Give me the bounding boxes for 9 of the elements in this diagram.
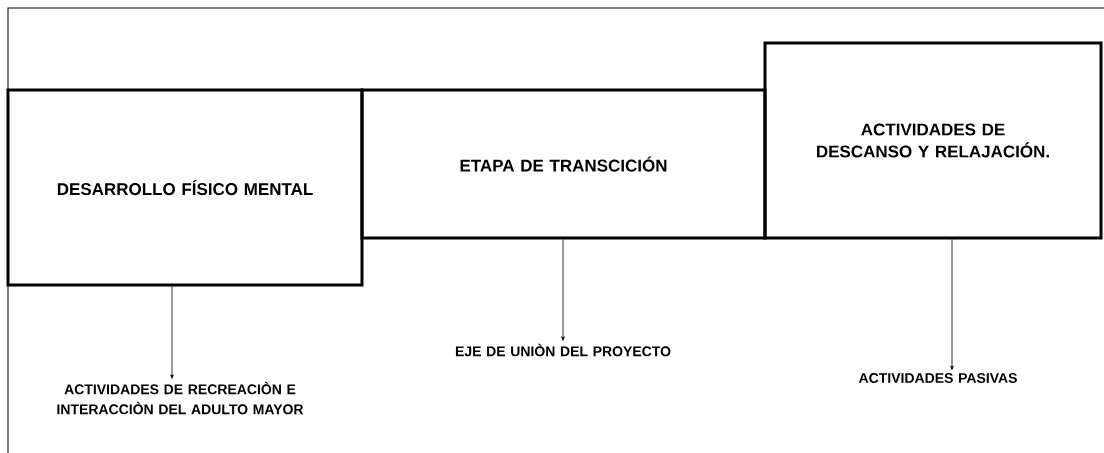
process-box: ETAPA DE TRANSCICIÓN: [360, 88, 767, 240]
process-box: ACTIVIDADES DE DESCANSO Y RELAJACIÓN.: [763, 41, 1103, 240]
process-box: DESARROLLO FÍSICO MENTAL: [6, 88, 364, 287]
result-text: ACTIVIDADES PASIVAS: [858, 373, 1017, 383]
result-text: ACTIVIDADES DE RECREACIÒN E INTERACCIÒN DEL ADULTO MAYOR: [57, 381, 304, 415]
arrow: [950, 239, 954, 371]
arrow: [170, 286, 174, 379]
arrow: [561, 239, 565, 341]
result-text: EJE DE UNIÒN DEL PROYECTO: [455, 343, 671, 357]
